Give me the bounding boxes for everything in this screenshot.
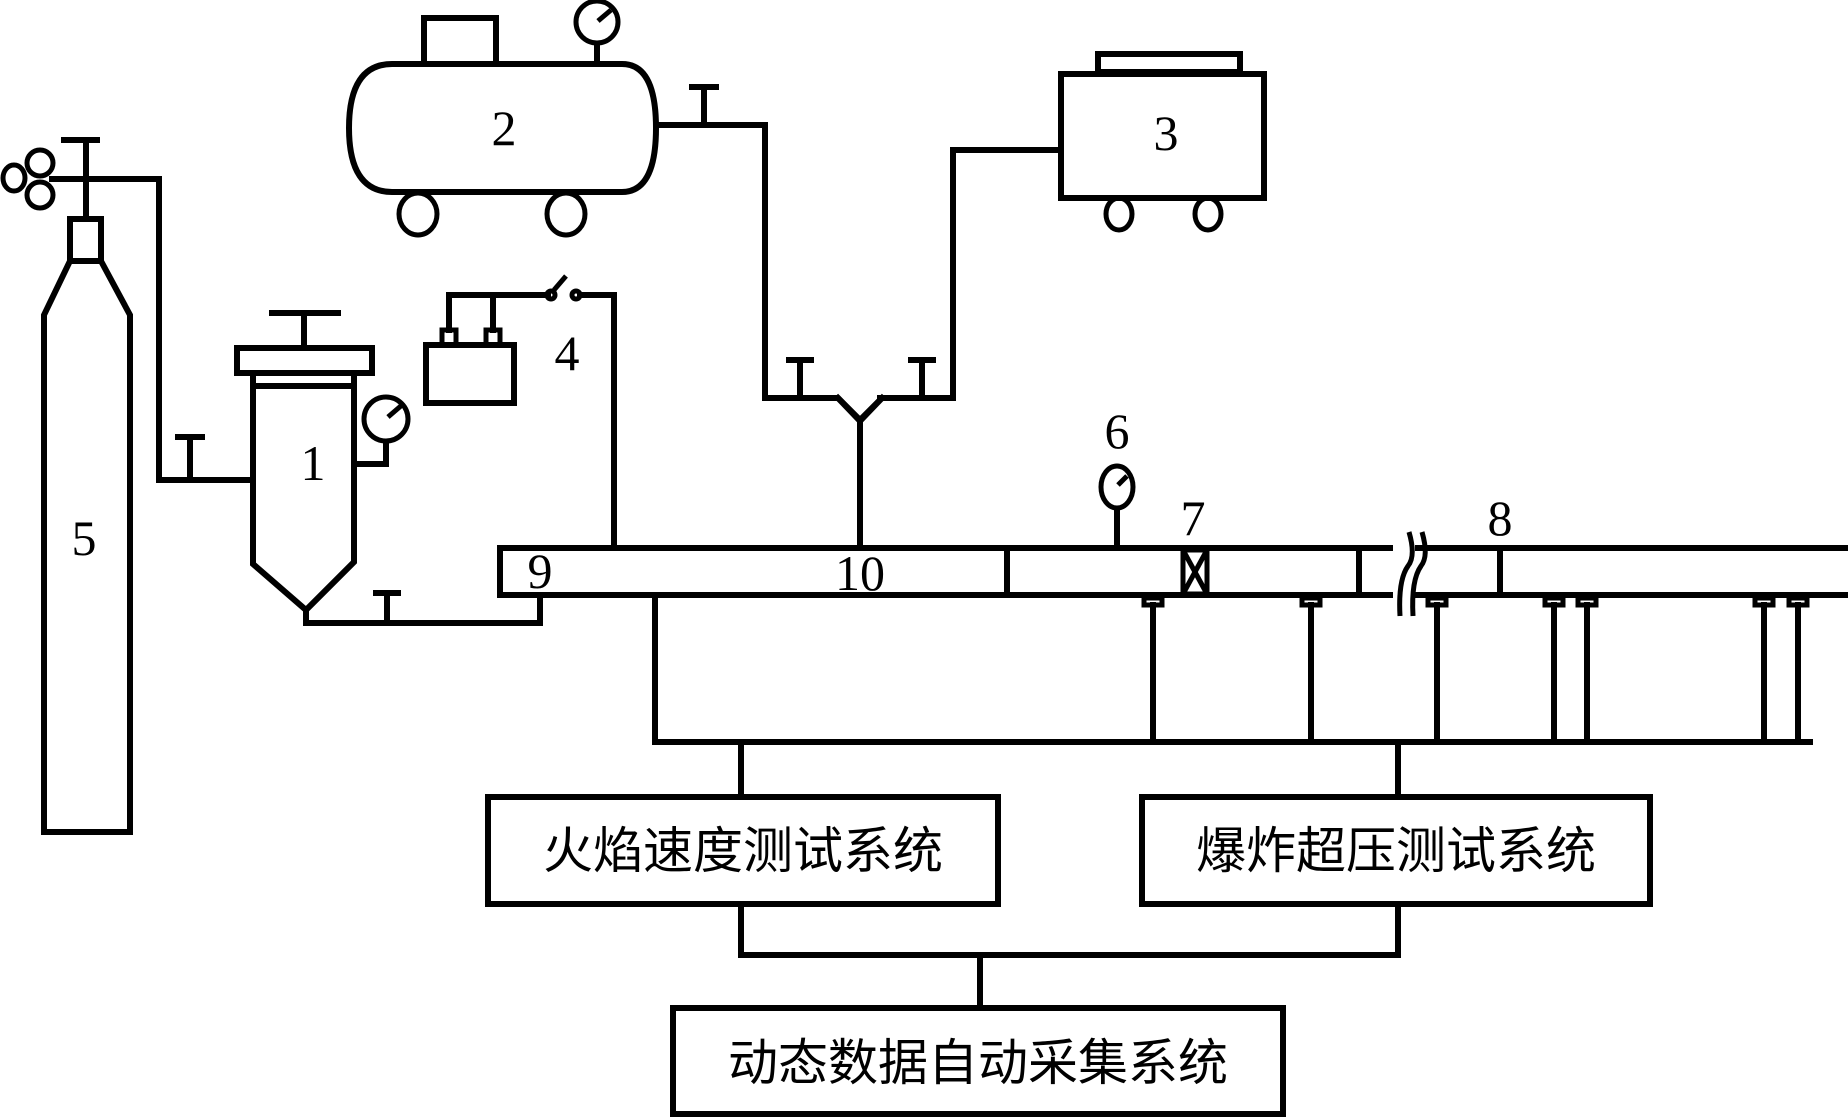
tank-body xyxy=(250,370,357,615)
valve-icon xyxy=(689,84,719,128)
regulator-knob-icon xyxy=(24,147,56,179)
label-10: 10 xyxy=(835,545,885,601)
pressure-sensor xyxy=(1425,595,1449,745)
gas-cylinder: 5 xyxy=(0,137,133,835)
cylinder-valve-cap xyxy=(67,216,104,264)
ignition-power-supply: 4 xyxy=(423,274,617,551)
switch-contact-icon xyxy=(544,288,558,302)
valve-icon xyxy=(1180,547,1210,597)
wheel-icon xyxy=(396,190,440,238)
pressure-gauge-icon xyxy=(361,394,411,444)
valve-icon xyxy=(175,434,205,483)
ignition-wire xyxy=(577,292,617,551)
premix-tank: 1 xyxy=(234,310,411,615)
wheel-icon xyxy=(544,190,588,238)
pressure-sensor xyxy=(1542,595,1566,745)
label-3: 3 xyxy=(1154,105,1179,161)
pressure-sensor xyxy=(1575,595,1599,745)
flame-speed-system-box: 火焰速度测试系统 xyxy=(485,794,1001,907)
air-pipe xyxy=(653,122,781,401)
vacuum-pump: 3 xyxy=(1058,51,1267,233)
pipe-pressure-gauge: 6 xyxy=(1098,403,1136,551)
label-5: 5 xyxy=(72,510,97,566)
daq-system-box: 动态数据自动采集系统 xyxy=(670,1005,1286,1117)
tank-lid xyxy=(234,345,375,376)
regulator-knob-icon xyxy=(24,179,56,211)
air-compressor: 2 xyxy=(345,0,660,238)
battery-box xyxy=(423,342,517,406)
pressure-gauge-icon xyxy=(573,0,621,46)
wheel-icon xyxy=(1192,195,1224,233)
daq-system-label: 动态数据自动采集系统 xyxy=(728,1034,1228,1092)
label-6: 6 xyxy=(1105,403,1130,459)
label-7: 7 xyxy=(1181,490,1206,546)
compressor-motor xyxy=(421,15,499,67)
sensor-array xyxy=(1141,595,1810,745)
compressor-tank xyxy=(345,61,660,195)
flame-speed-system-label: 火焰速度测试系统 xyxy=(543,822,943,880)
valve-icon xyxy=(786,357,936,401)
systems-join-line xyxy=(738,901,1401,958)
label-8: 8 xyxy=(1488,490,1513,546)
label-9: 9 xyxy=(528,543,553,599)
valve-icon xyxy=(373,590,401,626)
pipe-valve: 7 xyxy=(1180,490,1210,597)
gas-feed-pipe xyxy=(49,176,256,483)
overpressure-system-box: 爆炸超压测试系统 xyxy=(1139,794,1653,907)
regulator-knob-icon xyxy=(0,162,28,194)
cylinder-body xyxy=(41,256,133,835)
pressure-gauge-icon xyxy=(1098,463,1136,511)
pump-body xyxy=(1058,71,1267,201)
label-4: 4 xyxy=(555,325,580,381)
label-2: 2 xyxy=(492,100,517,156)
main-pipe: 9 10 xyxy=(497,543,1848,601)
pipe-break-icon xyxy=(1393,531,1428,617)
label-1: 1 xyxy=(301,435,326,491)
tank-gauge-line xyxy=(351,440,389,467)
pump-top xyxy=(1095,51,1243,75)
tank-outlet-pipe xyxy=(303,594,543,626)
pressure-sensor xyxy=(1786,595,1810,745)
pressure-sensor xyxy=(1752,595,1776,745)
wheel-icon xyxy=(1103,195,1135,233)
pressure-sensor xyxy=(1299,595,1323,745)
pressure-sensor xyxy=(1141,595,1165,745)
vacuum-pipe xyxy=(877,147,1064,401)
overpressure-system-label: 爆炸超压测试系统 xyxy=(1196,822,1596,880)
switch-lever-icon xyxy=(552,274,568,292)
